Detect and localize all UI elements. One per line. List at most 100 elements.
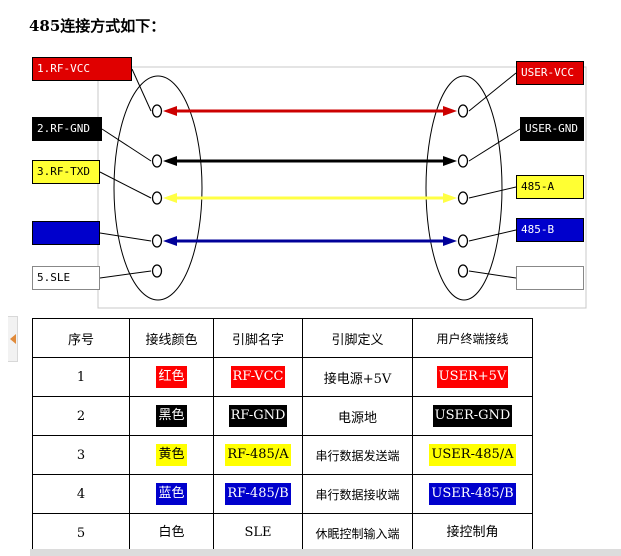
table-cell: RF-GND xyxy=(213,396,303,436)
arrow-right-icon xyxy=(443,156,457,166)
table-cell: 2 xyxy=(32,396,130,436)
leader-line-left xyxy=(101,128,152,162)
pin-circle xyxy=(457,264,469,278)
table-cell: 休眠控制输入端 xyxy=(302,513,413,553)
table-row: 5 白色 SLE 休眠控制输入端 接控制角 xyxy=(32,513,533,553)
right-pin-label xyxy=(516,266,584,290)
table-cell: 串行数据发送端 xyxy=(302,435,413,475)
cell-text: 蓝色 xyxy=(156,483,187,505)
table-cell: 1 xyxy=(32,357,130,397)
cell-text: 红色 xyxy=(156,366,187,388)
table-cell: 5 xyxy=(32,513,130,553)
left-pin-label: 3.RF-TXD xyxy=(32,160,100,184)
pin-circle xyxy=(457,191,469,205)
arrow-left-icon xyxy=(163,236,177,246)
diagram-frame xyxy=(97,66,587,309)
wiring-diagram xyxy=(97,66,587,309)
leader-line-right xyxy=(468,72,517,112)
arrow-left-icon xyxy=(163,193,177,203)
cell-text: USER-485/B xyxy=(429,483,516,505)
right-pin-label: USER-GND xyxy=(520,117,584,141)
pin-circle xyxy=(151,264,163,278)
table-cell: 红色 xyxy=(129,357,214,397)
header-cell: 接线颜色 xyxy=(129,318,214,358)
header-cell: 序号 xyxy=(32,318,130,358)
cell-text: 白色 xyxy=(158,525,185,540)
header-cell: 引脚定义 xyxy=(302,318,413,358)
left-pin-label: 5.SLE xyxy=(32,266,100,290)
cell-text: SLE xyxy=(244,525,272,540)
table-row: 4 蓝色 RF-485/B 串行数据接收端 USER-485/B xyxy=(32,474,533,514)
right-pin-label: 485-B xyxy=(516,218,584,242)
table-cell: 接电源+5V xyxy=(302,357,413,397)
leader-line-left xyxy=(131,68,152,112)
table-cell: 黑色 xyxy=(129,396,214,436)
table-cell: RF-485/B xyxy=(213,474,303,514)
left-pin-label: 1.RF-VCC xyxy=(32,57,132,81)
table-cell: 4 xyxy=(32,474,130,514)
table-cell: 接控制角 xyxy=(412,513,533,553)
table-cell: 蓝色 xyxy=(129,474,214,514)
table-row: 2 黑色 RF-GND 电源地 USER-GND xyxy=(32,396,533,436)
table-cell: 3 xyxy=(32,435,130,475)
page-heading: 485连接方式如下： xyxy=(29,17,166,35)
table-cell: SLE xyxy=(213,513,303,553)
table-cell: 电源地 xyxy=(302,396,413,436)
leader-line-right xyxy=(468,229,517,242)
right-pin-label: USER-VCC xyxy=(516,61,584,85)
arrow-left-icon xyxy=(163,106,177,116)
table-cell: RF-VCC xyxy=(213,357,303,397)
pin-circle xyxy=(457,104,469,118)
left-pin-label: 4.RF-RXD xyxy=(32,221,100,245)
horizontal-scrollbar[interactable] xyxy=(30,549,621,556)
pin-circle xyxy=(457,154,469,168)
cell-text: RF-GND xyxy=(228,405,288,427)
leader-line-right xyxy=(468,128,521,162)
table-cell: USER-485/A xyxy=(412,435,533,475)
cell-text: RF-VCC xyxy=(230,366,286,388)
leader-line-left xyxy=(99,171,152,199)
cell-text: USER-GND xyxy=(432,405,513,427)
cell-text: 黑色 xyxy=(156,405,187,427)
table-header-row: 序号 接线颜色 引脚名字 引脚定义 用户终端接线 xyxy=(32,318,533,358)
cell-text: 接控制角 xyxy=(446,525,499,540)
table-cell: USER-GND xyxy=(412,396,533,436)
leader-line-right xyxy=(468,270,517,279)
cell-text: USER-485/A xyxy=(429,444,516,466)
left-pin-label: 2.RF-GND xyxy=(32,117,102,141)
leader-lines xyxy=(99,68,521,279)
pin-table: 序号 接线颜色 引脚名字 引脚定义 用户终端接线 1 红色 RF-VCC 接电源+5V… xyxy=(32,318,533,553)
table-cell: 黄色 xyxy=(129,435,214,475)
left-connector-outline xyxy=(113,75,203,301)
table-cell: USER-485/B xyxy=(412,474,533,514)
arrow-right-icon xyxy=(443,193,457,203)
pin-circle xyxy=(151,234,163,248)
table-cell: 白色 xyxy=(129,513,214,553)
header-cell: 用户终端接线 xyxy=(412,318,533,358)
pin-circle xyxy=(151,191,163,205)
collapse-tab[interactable] xyxy=(8,316,18,362)
leader-line-left xyxy=(99,270,152,279)
right-pin-label: 485-A xyxy=(516,175,584,199)
leader-line-right xyxy=(468,186,517,199)
pin-circle xyxy=(151,104,163,118)
arrow-left-icon xyxy=(163,156,177,166)
table-row: 3 黄色 RF-485/A 串行数据发送端 USER-485/A xyxy=(32,435,533,475)
leader-line-left xyxy=(99,232,152,242)
pins xyxy=(151,104,469,278)
pin-circle xyxy=(151,154,163,168)
cell-text: RF-485/B xyxy=(225,483,291,505)
table-cell: RF-485/A xyxy=(213,435,303,475)
header-cell: 引脚名字 xyxy=(213,318,303,358)
arrow-right-icon xyxy=(443,106,457,116)
wires xyxy=(163,106,457,246)
cell-text: RF-485/A xyxy=(225,444,291,466)
table-row: 1 红色 RF-VCC 接电源+5V USER+5V xyxy=(32,357,533,397)
chevron-left-icon xyxy=(10,334,16,344)
pin-circle xyxy=(457,234,469,248)
cell-text: 黄色 xyxy=(156,444,187,466)
table-cell: USER+5V xyxy=(412,357,533,397)
arrow-right-icon xyxy=(443,236,457,246)
cell-text: USER+5V xyxy=(436,366,509,388)
table-cell: 串行数据接收端 xyxy=(302,474,413,514)
